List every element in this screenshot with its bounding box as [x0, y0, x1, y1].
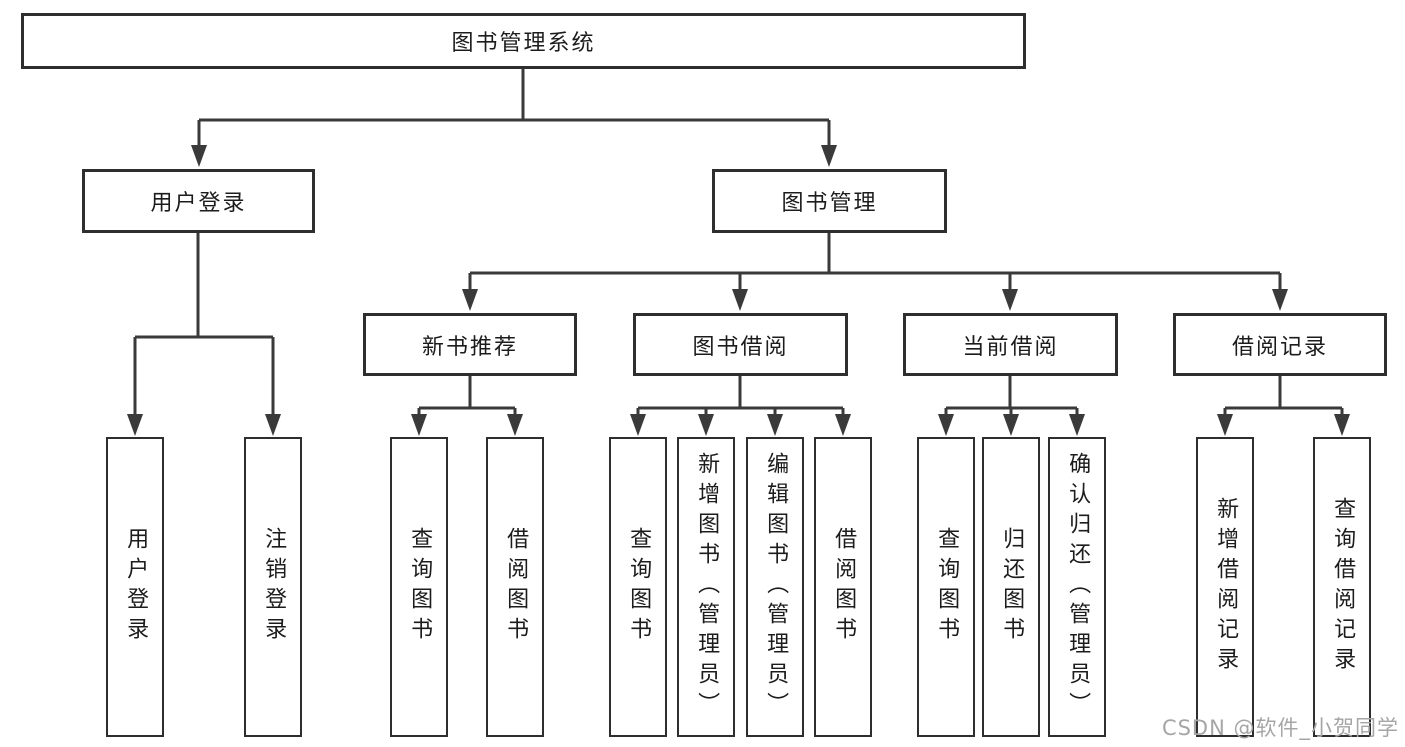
leaf-add-books-admin: 新增图书（管理员）: [677, 437, 735, 737]
leaf-borrow-books-recommend: 借阅图书: [486, 437, 544, 737]
node-user-login: 用户登录: [82, 169, 315, 233]
node-current-borrowing: 当前借阅: [903, 313, 1118, 376]
node-root: 图书管理系统: [21, 13, 1026, 69]
leaf-query-books-current-label: 查询图书: [934, 527, 960, 647]
leaf-confirm-return-admin: 确认归还（管理员）: [1048, 437, 1106, 737]
leaf-confirm-return-admin-label: 确认归还（管理员）: [1065, 452, 1091, 722]
leaf-query-books-borrow-label: 查询图书: [626, 527, 652, 647]
node-borrowing-records-label: 借阅记录: [1231, 334, 1328, 360]
leaf-borrow-books: 借阅图书: [814, 437, 872, 737]
node-book-borrowing-label: 图书借阅: [692, 334, 789, 360]
leaf-logout: 注销登录: [244, 437, 302, 737]
watermark: CSDN @软件_小贺同学: [1161, 716, 1399, 740]
node-book-management: 图书管理: [712, 169, 947, 233]
leaf-borrow-books-recommend-label: 借阅图书: [503, 527, 529, 647]
leaf-query-books-recommend-label: 查询图书: [407, 527, 433, 647]
leaf-query-borrow-record-label: 查询借阅记录: [1330, 497, 1356, 677]
leaf-query-books-current: 查询图书: [917, 437, 975, 737]
node-new-book-recommendation-label: 新书推荐: [421, 334, 518, 360]
leaf-borrow-books-label: 借阅图书: [831, 527, 857, 647]
node-book-management-label: 图书管理: [781, 191, 878, 216]
leaf-user-login: 用户登录: [106, 437, 164, 737]
leaf-return-books-label: 归还图书: [999, 527, 1025, 647]
arrowheads: [127, 145, 1350, 436]
leaf-add-borrow-record-label: 新增借阅记录: [1213, 497, 1239, 677]
node-user-login-label: 用户登录: [150, 191, 247, 216]
leaf-query-books-borrow: 查询图书: [609, 437, 667, 737]
node-current-borrowing-label: 当前借阅: [962, 334, 1059, 360]
leaf-edit-books-admin-label: 编辑图书（管理员）: [763, 452, 789, 722]
node-book-borrowing: 图书借阅: [633, 313, 848, 376]
leaf-add-borrow-record: 新增借阅记录: [1196, 437, 1254, 737]
leaf-query-books-recommend: 查询图书: [390, 437, 448, 737]
leaf-edit-books-admin: 编辑图书（管理员）: [746, 437, 804, 737]
leaf-add-books-admin-label: 新增图书（管理员）: [694, 452, 720, 722]
leaf-logout-label: 注销登录: [261, 527, 287, 647]
node-root-label: 图书管理系统: [451, 31, 596, 56]
leaf-user-login-label: 用户登录: [123, 527, 149, 647]
leaf-query-borrow-record: 查询借阅记录: [1313, 437, 1371, 737]
connector-lines: [133, 69, 1344, 416]
leaf-return-books: 归还图书: [982, 437, 1040, 737]
node-new-book-recommendation: 新书推荐: [363, 313, 577, 376]
node-borrowing-records: 借阅记录: [1173, 313, 1387, 376]
